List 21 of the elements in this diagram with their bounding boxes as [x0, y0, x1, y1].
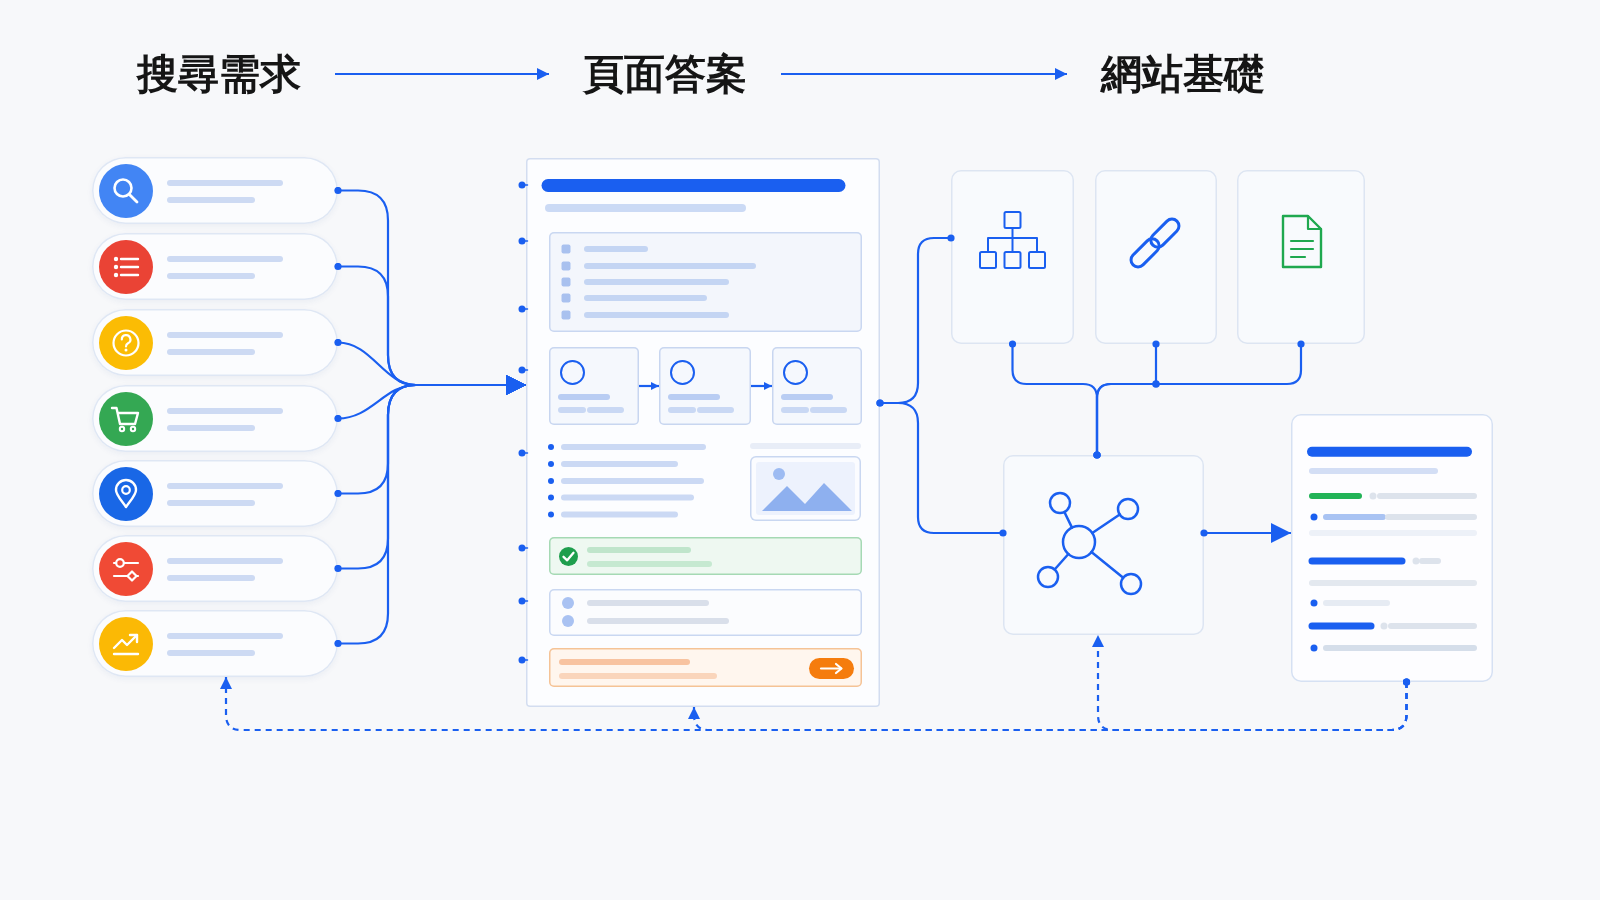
arrow [334, 375, 526, 648]
icon-card [951, 170, 1074, 344]
dashed-arrow [220, 677, 1411, 732]
connector-line [1093, 340, 1305, 459]
step-card [772, 347, 862, 425]
hub-card [1003, 455, 1204, 635]
document-card [1291, 414, 1493, 682]
heading: 網站基礎 [1101, 53, 1265, 95]
arrow [335, 68, 549, 80]
arrow [781, 68, 1067, 80]
arrow [639, 382, 659, 390]
connector-line [876, 399, 1007, 537]
heading: 頁面答案 [583, 53, 747, 95]
arrow [1200, 523, 1291, 543]
arrow [751, 382, 772, 390]
icon-card [1095, 170, 1217, 344]
icon-card [1237, 170, 1365, 344]
step-card [659, 347, 751, 425]
heading: 搜尋需求 [137, 53, 301, 95]
page-mockup [526, 158, 880, 707]
step-card [549, 347, 639, 425]
